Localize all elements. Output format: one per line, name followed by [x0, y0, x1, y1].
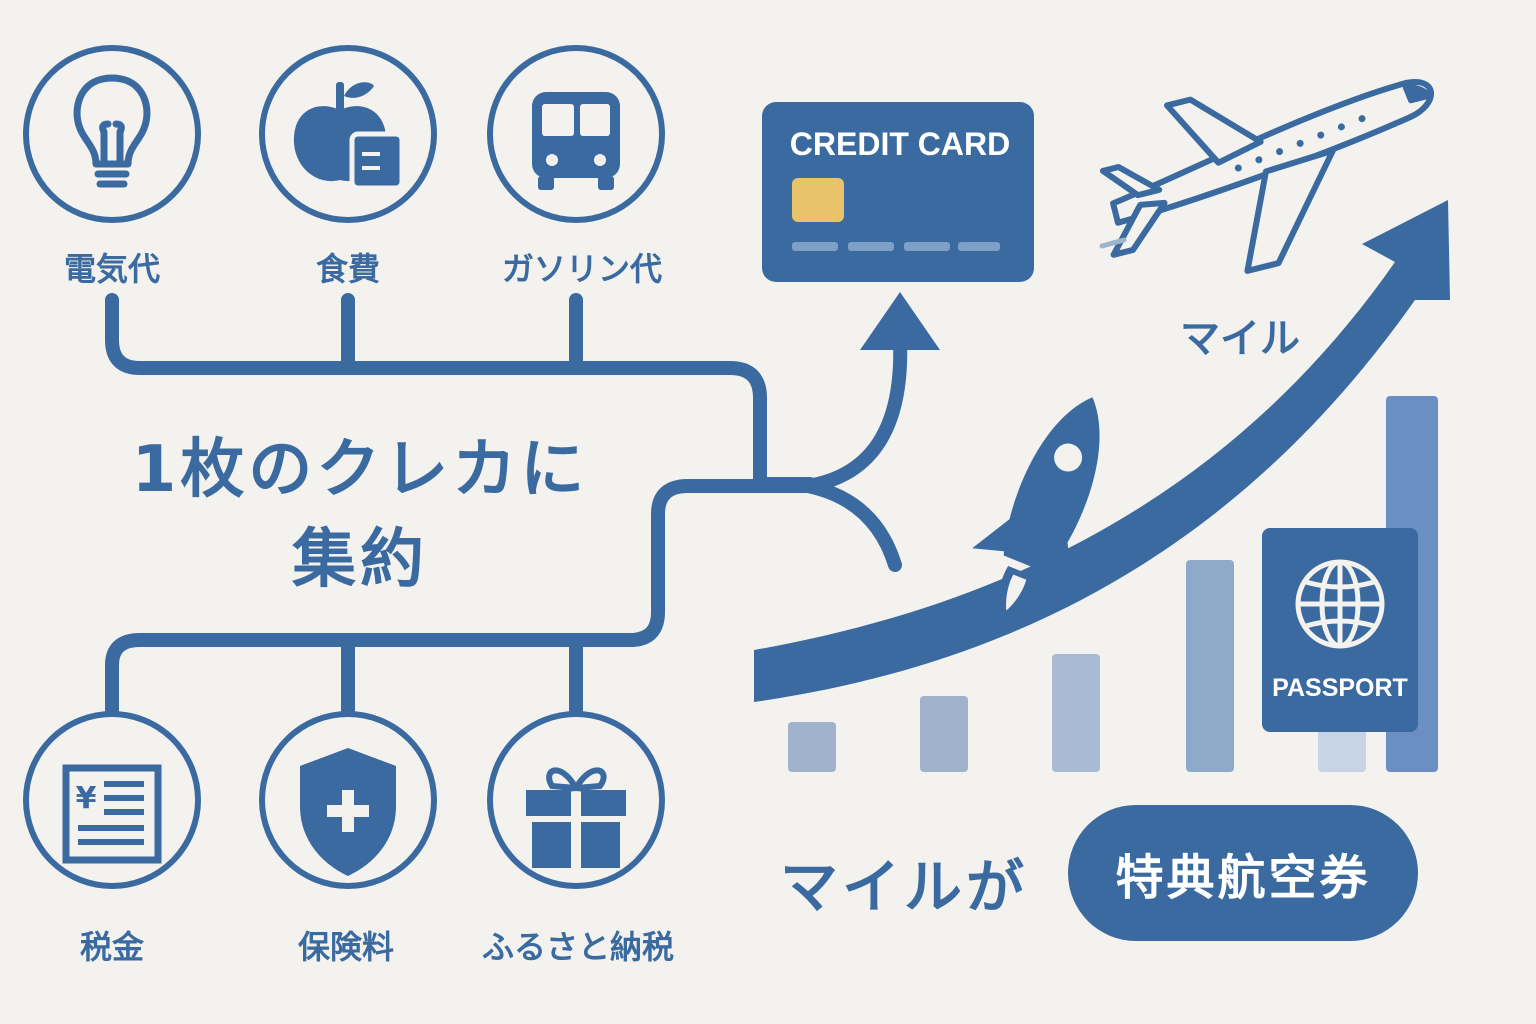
credit-card-icon — [762, 102, 1034, 282]
icon-circles — [23, 45, 665, 889]
fork-arrows — [801, 333, 908, 572]
rocket-icon — [972, 397, 1100, 630]
apple-icon — [293, 82, 405, 191]
bus-icon — [532, 92, 620, 190]
svg-text:¥: ¥ — [76, 781, 97, 816]
airplane-icon — [1099, 78, 1435, 274]
expense-label-food: 食費 — [315, 250, 381, 288]
bottom-connectors — [105, 479, 817, 717]
airplane-motion-line — [1099, 237, 1127, 249]
shield-plus-icon — [300, 748, 396, 876]
center-title: 1枚のクレカに 集約 — [120, 425, 600, 605]
expense-label-electricity: 電気代 — [63, 250, 161, 288]
credit-card-text: CREDIT CARD — [789, 126, 1011, 162]
expense-label-tax: 税金 — [79, 928, 145, 966]
top-connectors — [105, 293, 817, 491]
passport-icon — [1262, 528, 1418, 732]
lightbulb-icon — [73, 74, 151, 188]
miles-ga-label: マイルが — [780, 853, 1029, 921]
growth-arrow — [754, 200, 1450, 702]
expense-label-gasoline: ガソリン代 — [501, 250, 663, 288]
expense-label-insurance: 保険料 — [297, 928, 395, 966]
arrow-up-head — [860, 292, 940, 350]
passport-text: PASSPORT — [1272, 674, 1408, 702]
miles-label: マイル — [1180, 316, 1300, 362]
center-title-line2: 集約 — [292, 523, 428, 597]
gift-icon — [526, 767, 626, 868]
yen-document-icon: ¥ — [62, 764, 162, 864]
globe-icon — [1295, 559, 1385, 649]
expense-label-furusato: ふるさと納税 — [481, 928, 675, 966]
award-ticket-pill: 特典航空券 — [1068, 805, 1418, 941]
award-ticket-text: 特典航空券 — [1115, 850, 1371, 906]
center-title-line1: 1枚のクレカに — [131, 433, 589, 507]
